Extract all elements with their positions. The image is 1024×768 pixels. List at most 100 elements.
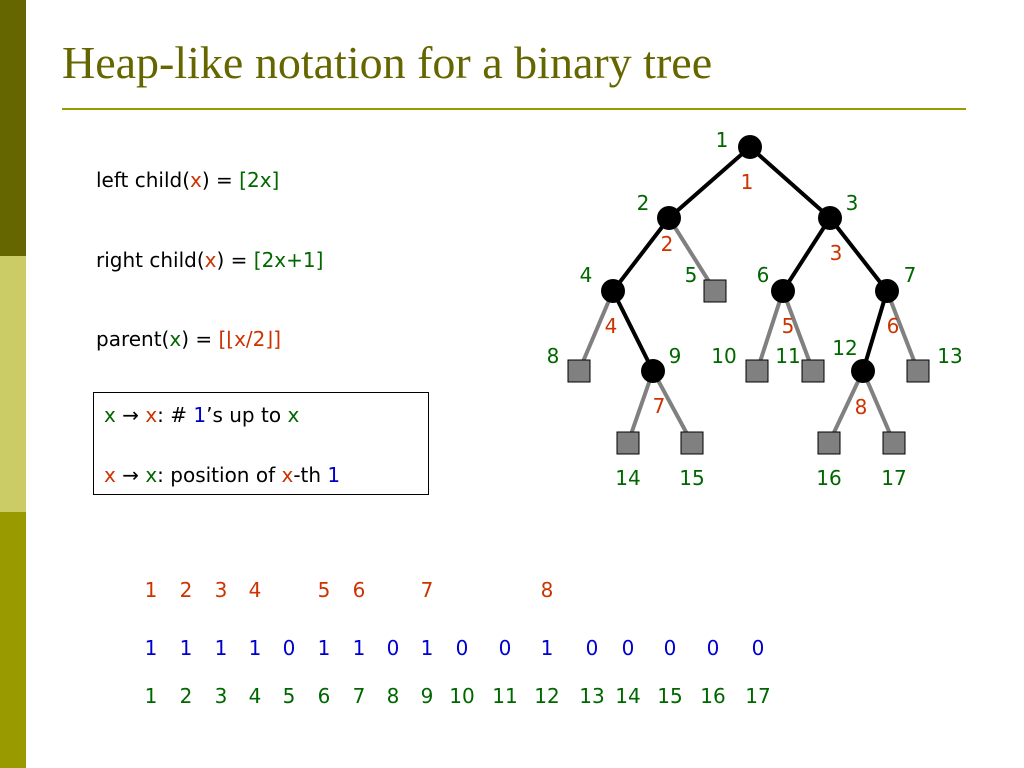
mapping1-arrow: →: [115, 403, 146, 427]
tree-node-12: [851, 359, 875, 383]
index-cell-7: 7: [352, 684, 366, 708]
bit-cell-16: 0: [706, 636, 720, 660]
tree-edge-4-8: [577, 290, 615, 372]
tree-edge-9-15: [651, 370, 694, 444]
bit-cell-3: 1: [214, 636, 228, 660]
tree-edge-7-13: [885, 290, 920, 372]
mapping1-a: x: [104, 403, 116, 427]
tree-index-label-11: 11: [775, 344, 800, 368]
index-cell-3: 3: [214, 684, 228, 708]
index-cell-15: 15: [657, 684, 683, 708]
tree-node-6: [771, 279, 795, 303]
tree-index-label-17: 17: [881, 466, 906, 490]
tree-edge-2-5: [667, 216, 717, 293]
tree-edge-6-11: [781, 290, 815, 372]
bit-cell-6: 1: [317, 636, 331, 660]
index-cell-5: 5: [282, 684, 296, 708]
tree-leaf-13: [906, 359, 930, 383]
index-cell-2: 2: [179, 684, 193, 708]
mapping1-c: x: [287, 403, 300, 427]
bit-cell-1: 1: [144, 636, 158, 660]
tree-index-label-8: 8: [547, 344, 560, 368]
tree-edge-12-17: [861, 370, 896, 444]
accent-bar-top: [0, 0, 26, 256]
tree-node-4: [601, 279, 625, 303]
tree-edge-7-12: [861, 290, 889, 372]
index-cell-6: 6: [317, 684, 331, 708]
tree-leaf-5: [703, 279, 727, 303]
bit-cell-9: 1: [420, 636, 434, 660]
mapping2-b: x: [145, 463, 158, 487]
tree-leaf-8: [567, 359, 591, 383]
formula-parent-prefix: parent(: [96, 327, 170, 351]
bit-cell-11: 0: [498, 636, 512, 660]
tree-index-label-6: 6: [757, 263, 770, 287]
bit-cell-8: 0: [386, 636, 400, 660]
formula-parent-mid: ) =: [181, 327, 219, 351]
tree-node-9: [641, 359, 665, 383]
bit-cell-12: 1: [540, 636, 554, 660]
tree-rank-label-2: 2: [661, 232, 674, 256]
tree-rank-label-9: 7: [653, 394, 666, 418]
bit-cell-13: 0: [585, 636, 599, 660]
tree-leaf-11: [801, 359, 825, 383]
rank-cell-2: 2: [179, 578, 193, 602]
mapping2-c: x: [281, 463, 294, 487]
index-cell-12: 12: [534, 684, 560, 708]
tree-rank-label-3: 3: [830, 241, 843, 265]
tree-index-label-5: 5: [685, 263, 698, 287]
tree-edge-3-7: [828, 216, 889, 293]
formula-left-child: left child(x) = [2x]: [96, 168, 279, 192]
mapping-box: x → x: # 1’s up to x x → x: position of …: [93, 392, 429, 495]
tree-index-label-16: 16: [816, 466, 841, 490]
index-cell-10: 10: [449, 684, 475, 708]
tree-index-label-1: 1: [716, 128, 729, 152]
tree-edge-2-4: [611, 216, 671, 293]
tree-index-label-15: 15: [679, 466, 704, 490]
rank-cell-6: 5: [317, 578, 331, 602]
tree-rank-label-6: 5: [782, 314, 795, 338]
tree-node-3: [818, 206, 842, 230]
tree-index-label-13: 13: [937, 344, 962, 368]
tree-edge-9-14: [626, 370, 655, 444]
index-cell-4: 4: [248, 684, 262, 708]
tree-leaf-10: [745, 359, 769, 383]
index-cell-11: 11: [492, 684, 518, 708]
formula-parent-x: x: [169, 327, 182, 351]
tree-index-label-2: 2: [637, 191, 650, 215]
tree-index-label-9: 9: [669, 344, 682, 368]
formula-left-prefix: left child(: [96, 168, 191, 192]
tree-index-label-10: 10: [711, 344, 736, 368]
mapping1-rest: ’s up to: [206, 403, 288, 427]
mapping2-a: x: [104, 463, 116, 487]
tree-index-label-12: 12: [832, 336, 857, 360]
formula-left-x: x: [190, 168, 202, 192]
formula-right-x: x: [204, 248, 217, 272]
mapping1-text: : #: [157, 403, 194, 427]
rank-cell-7: 6: [352, 578, 366, 602]
rank-cell-9: 7: [420, 578, 434, 602]
accent-bar-bottom: [0, 512, 26, 768]
tree-rank-label-1: 1: [741, 170, 754, 194]
tree-edge-4-9: [611, 290, 655, 372]
tree-edge-6-10: [755, 290, 785, 372]
formula-left-value: [2x]: [239, 168, 280, 192]
mapping2-one: 1: [327, 463, 341, 487]
slide-title: Heap-like notation for a binary tree: [62, 37, 713, 88]
tree-leaf-16: [817, 431, 841, 455]
mapping-line-select: x → x: position of x-th 1: [104, 463, 340, 487]
bit-cell-4: 1: [248, 636, 262, 660]
bit-cell-2: 1: [179, 636, 193, 660]
tree-index-label-7: 7: [904, 263, 917, 287]
tree-leaf-14: [616, 431, 640, 455]
bit-cell-7: 1: [352, 636, 366, 660]
tree-edge-1-3: [748, 145, 832, 220]
index-cell-1: 1: [144, 684, 158, 708]
tree-edge-1-2: [667, 145, 752, 220]
index-cell-16: 16: [700, 684, 726, 708]
mapping1-b: x: [145, 403, 158, 427]
index-cell-8: 8: [386, 684, 400, 708]
formula-right-mid: ) =: [216, 248, 254, 272]
mapping2-text: : position of: [157, 463, 282, 487]
